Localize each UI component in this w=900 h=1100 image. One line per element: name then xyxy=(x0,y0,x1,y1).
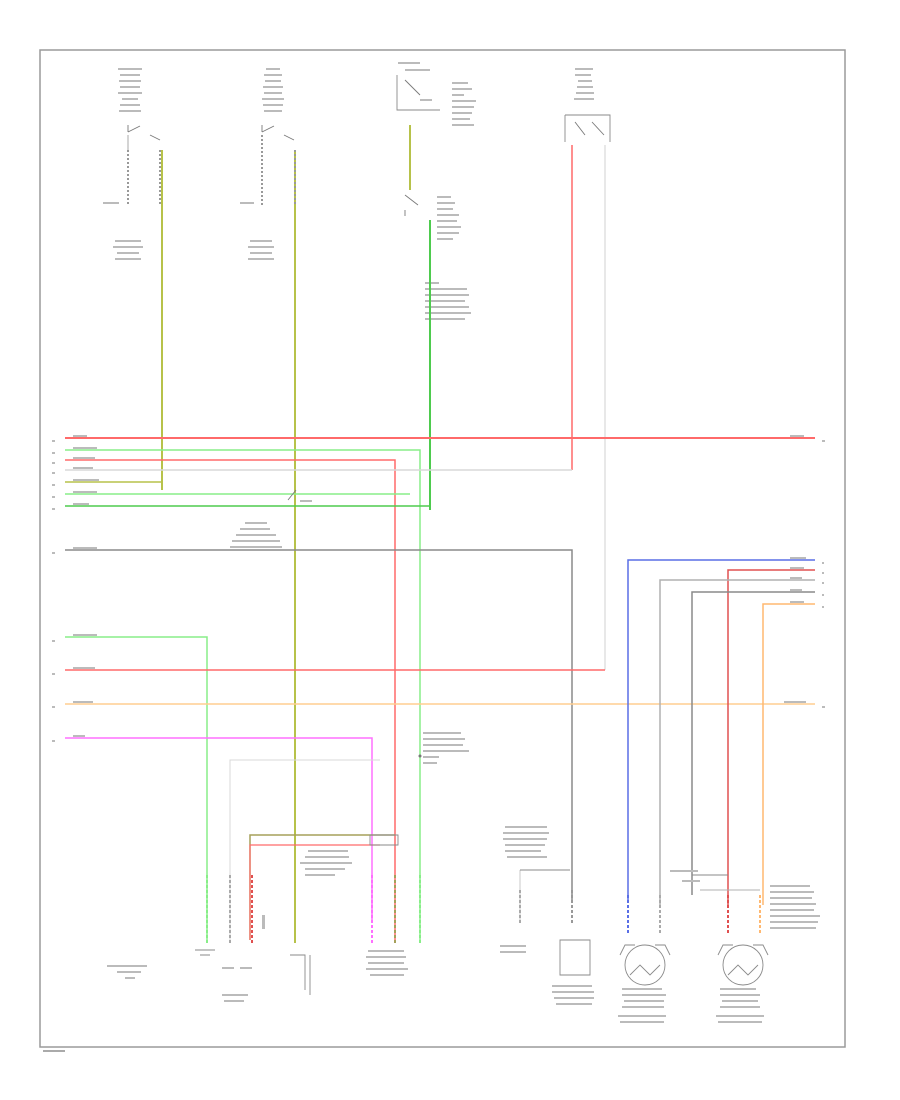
wire-gray-right xyxy=(659,579,815,905)
right-actuator-note-a xyxy=(670,870,700,882)
switch-right-rear xyxy=(564,68,611,142)
wire-pink xyxy=(65,737,373,920)
switch-right-rear-label xyxy=(574,68,594,100)
motor-icon xyxy=(722,944,764,986)
junction-label-right-mid xyxy=(418,732,469,764)
wire-blue xyxy=(627,559,815,900)
bus-labels-right xyxy=(784,435,825,708)
wire-lgreen-low xyxy=(65,636,208,940)
bpp-switch-label xyxy=(425,282,471,320)
speed-sensor-label xyxy=(500,945,594,1005)
left-actuator-group xyxy=(618,895,671,1023)
connector-icon xyxy=(290,954,311,995)
junction-label-mid xyxy=(230,500,312,548)
center-connector-group xyxy=(300,834,421,976)
center-connector-note xyxy=(300,850,352,876)
sensor-icon xyxy=(559,939,591,976)
splice-dot xyxy=(418,754,422,758)
switch-icon xyxy=(127,125,161,141)
bus-labels-left xyxy=(52,435,99,742)
wire-gray-mid xyxy=(65,549,573,900)
switch-left-front-bottom-label xyxy=(103,202,143,260)
brake-switch-label xyxy=(398,62,476,126)
wires xyxy=(65,125,815,940)
wire-bus-red-2 xyxy=(65,459,396,940)
switch-left-front-label xyxy=(118,68,142,112)
switch-left-front xyxy=(103,68,161,260)
footer-code xyxy=(43,1050,65,1052)
connector-icon xyxy=(369,834,399,846)
wire-red-lower xyxy=(249,844,380,940)
right-actuator-note-b xyxy=(770,885,820,929)
switch-icon xyxy=(404,194,419,216)
switch-left-rear-label xyxy=(262,68,284,112)
switch-left-rear xyxy=(240,68,295,260)
brake-switch-assembly xyxy=(396,62,476,320)
connector-icon xyxy=(564,114,611,142)
left-connector-group xyxy=(107,875,311,1002)
right-actuator-group xyxy=(670,870,820,1023)
brake-pedal-switch-label xyxy=(437,196,461,240)
switch-icon xyxy=(404,69,432,101)
center-module-label xyxy=(366,950,408,976)
wire-red-right xyxy=(727,569,815,905)
diagram-frame xyxy=(39,49,846,1048)
switch-icon xyxy=(261,125,295,141)
motor-icon xyxy=(624,944,666,986)
wire-orange-right xyxy=(762,603,815,905)
left-connector-label xyxy=(107,915,265,1002)
speed-sensor-note xyxy=(503,826,549,858)
wire-bus-lgreen-1 xyxy=(65,449,421,940)
wire-dgray-right xyxy=(691,591,815,895)
right-actuator-label xyxy=(716,988,764,1023)
left-actuator-label xyxy=(618,988,666,1023)
switch-icon xyxy=(574,121,605,136)
speed-sensor-group xyxy=(500,826,594,1005)
connector-icon xyxy=(396,75,440,111)
ground-icon xyxy=(195,949,215,956)
switch-icon xyxy=(287,489,297,501)
switch-left-rear-bottom-label xyxy=(240,202,274,260)
